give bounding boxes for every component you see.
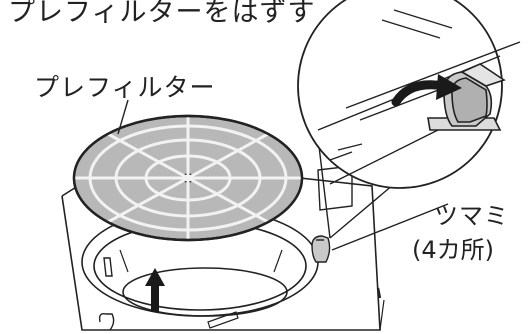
tab-count-label: (4カ所) xyxy=(412,230,494,265)
page-heading: プレフィルターをはずす xyxy=(8,0,315,29)
prefilter-label: プレフィルター xyxy=(34,68,216,104)
tab-label: ツマミ xyxy=(434,196,509,231)
prefilter-disk xyxy=(74,116,302,240)
tab-knob xyxy=(312,236,330,262)
zoom-callout-circle xyxy=(298,0,520,188)
